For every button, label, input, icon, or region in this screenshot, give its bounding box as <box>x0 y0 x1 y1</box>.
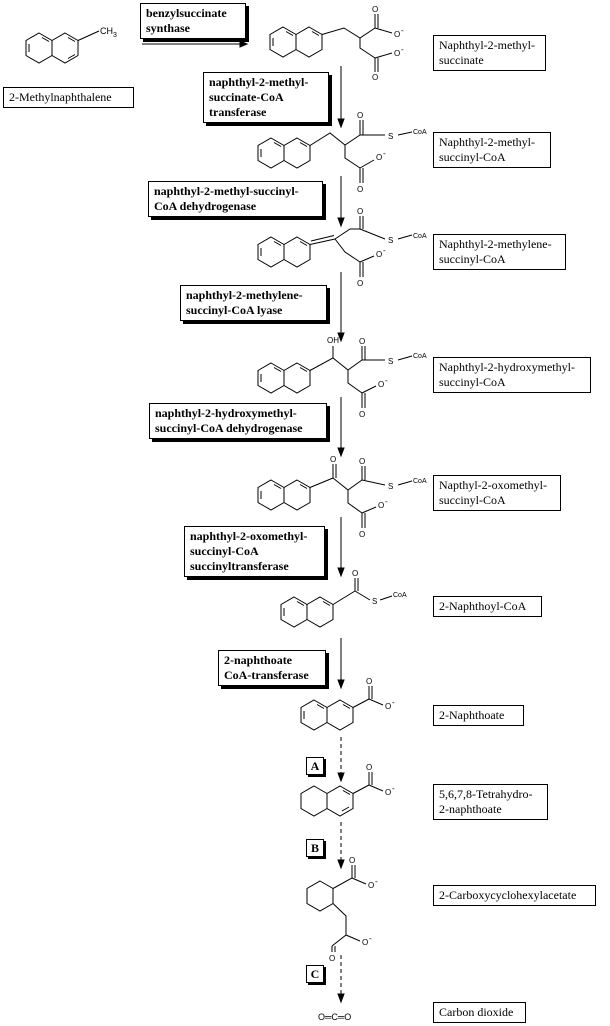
oxygen-atom: O <box>362 938 368 947</box>
compound-label-methyl-succinate: Naphthyl-2-methyl-succinate <box>433 35 546 71</box>
enzyme-naphthoate-coa-transferase: 2-naphthoate CoA-transferase <box>218 650 326 686</box>
methylnaphthalene-structure: CH3 <box>25 26 117 64</box>
compound-label-2-methylnaphthalene: 2-Methylnaphthalene <box>3 87 134 108</box>
compound-label-methylene-succinyl-coa: Naphthyl-2-methylene-succinyl-CoA <box>433 234 566 270</box>
compound-label-methyl-succinyl-coa: Naphthyl-2-methyl-succinyl-CoA <box>433 132 551 168</box>
oxygen-atom: O <box>368 881 374 890</box>
oxygen-atom: O <box>378 501 384 510</box>
step-a-box: A <box>306 757 324 775</box>
hydroxyl-label: OH <box>327 336 339 345</box>
arrow-step-1 <box>142 40 249 48</box>
methyl-succinyl-coa-structure <box>257 120 413 183</box>
naphthoyl-coa-structure <box>280 578 393 628</box>
oxygen-atom: O <box>352 569 358 578</box>
methyl-succinate-structure <box>269 14 393 72</box>
step-b-box: B <box>306 839 324 857</box>
compound-label-hydroxymethyl-succinyl-coa: Naphthyl-2-hydroxymethyl-succinyl-CoA <box>433 357 591 393</box>
compound-label-naphthoate: 2-Naphthoate <box>433 705 524 726</box>
enzyme-methylene-succinyl-coa-lyase: naphthyl-2-methylene-succinyl-CoA lyase <box>180 285 327 321</box>
oxygen-atom: O <box>359 457 365 466</box>
compound-label-tetrahydro-naphthoate: 5,6,7,8-Tetrahydro-2-naphthoate <box>433 784 548 820</box>
oxygen-atom: O <box>372 73 378 82</box>
carboxycyclohexylacetate-structure <box>306 865 367 952</box>
compound-label-oxomethyl-succinyl-coa: Napthyl-2-oxomethyl-succinyl-CoA <box>433 475 561 511</box>
atom-labels: O O - O O - O S CoA O - O O S CoA O - O … <box>318 5 427 1022</box>
oxygen-atom: O <box>359 337 365 346</box>
oxygen-atom: O <box>378 380 384 389</box>
charge-sign: - <box>401 45 404 54</box>
charge-sign: - <box>383 149 386 158</box>
co2-structure: O═C═O <box>318 1012 351 1022</box>
oxygen-atom: O <box>357 279 363 288</box>
oxygen-atom: O <box>359 530 365 539</box>
oxygen-atom: O <box>385 702 391 711</box>
oxygen-atom: O <box>376 153 382 162</box>
enzyme-benzylsuccinate-synthase: benzylsuccinate synthase <box>140 3 246 39</box>
tetrahydronaphthoate-structure <box>300 772 384 817</box>
enzyme-hydroxymethyl-succinyl-coa-dehydrogenase: naphthyl-2-hydroxymethyl-succinyl-CoA de… <box>149 403 327 439</box>
oxygen-atom: O <box>385 788 391 797</box>
oxygen-atom: O <box>329 954 335 963</box>
naphthoate-structure <box>300 686 384 731</box>
coa-label: CoA <box>393 592 407 599</box>
compound-label-naphthoyl-coa: 2-Naphthoyl-CoA <box>433 596 542 617</box>
sulfur-atom: S <box>372 597 377 606</box>
charge-sign: - <box>369 934 372 943</box>
oxygen-atom: O <box>394 30 400 39</box>
oxygen-atom: O <box>357 111 363 120</box>
sulfur-atom: S <box>388 482 393 491</box>
coa-label: CoA <box>413 353 427 360</box>
enzyme-oxomethyl-succinyl-coa-succinyltransferase: naphthyl-2-oxomethyl-succinyl-CoA succin… <box>184 526 325 577</box>
oxygen-atom: O <box>330 455 336 464</box>
charge-sign: - <box>401 26 404 35</box>
enzyme-methyl-succinyl-coa-dehydrogenase: naphthyl-2-methyl-succinyl-CoA dehydroge… <box>148 181 323 217</box>
methylene-succinyl-coa-structure <box>257 216 413 277</box>
coa-label: CoA <box>413 129 427 136</box>
charge-sign: - <box>375 877 378 886</box>
sulfur-atom: S <box>388 357 393 366</box>
coa-label: CoA <box>413 478 427 485</box>
oxygen-atom: O <box>357 207 363 216</box>
charge-sign: - <box>383 246 386 255</box>
oxygen-atom: O <box>357 185 363 194</box>
oxomethyl-succinyl-coa-structure <box>257 464 413 528</box>
methyl-label: CH3 <box>100 26 117 39</box>
charge-sign: - <box>385 497 388 506</box>
compound-label-carboxycyclohexylacetate: 2-Carboxycyclohexylacetate <box>433 885 596 906</box>
oxygen-atom: O <box>366 763 372 772</box>
compound-label-carbon-dioxide: Carbon dioxide <box>433 1002 526 1023</box>
charge-sign: - <box>385 376 388 385</box>
sulfur-atom: S <box>388 236 393 245</box>
oxygen-atom: O <box>349 856 355 865</box>
oxygen-atom: O <box>366 677 372 686</box>
sulfur-atom: S <box>388 132 393 141</box>
oxygen-atom: O <box>394 49 400 58</box>
step-c-box: C <box>306 965 324 983</box>
pathway-arrows <box>337 66 345 1004</box>
enzyme-methyl-succinate-coa-transferase: naphthyl-2-methyl-succinate-CoA transfer… <box>203 72 329 123</box>
coa-label: CoA <box>413 233 427 240</box>
charge-sign: - <box>392 784 395 793</box>
oxygen-atom: O <box>376 250 382 259</box>
charge-sign: - <box>392 698 395 707</box>
oxygen-atom: O <box>359 410 365 419</box>
hydroxymethyl-succinyl-coa-structure <box>257 346 413 408</box>
oxygen-atom: O <box>372 5 378 14</box>
